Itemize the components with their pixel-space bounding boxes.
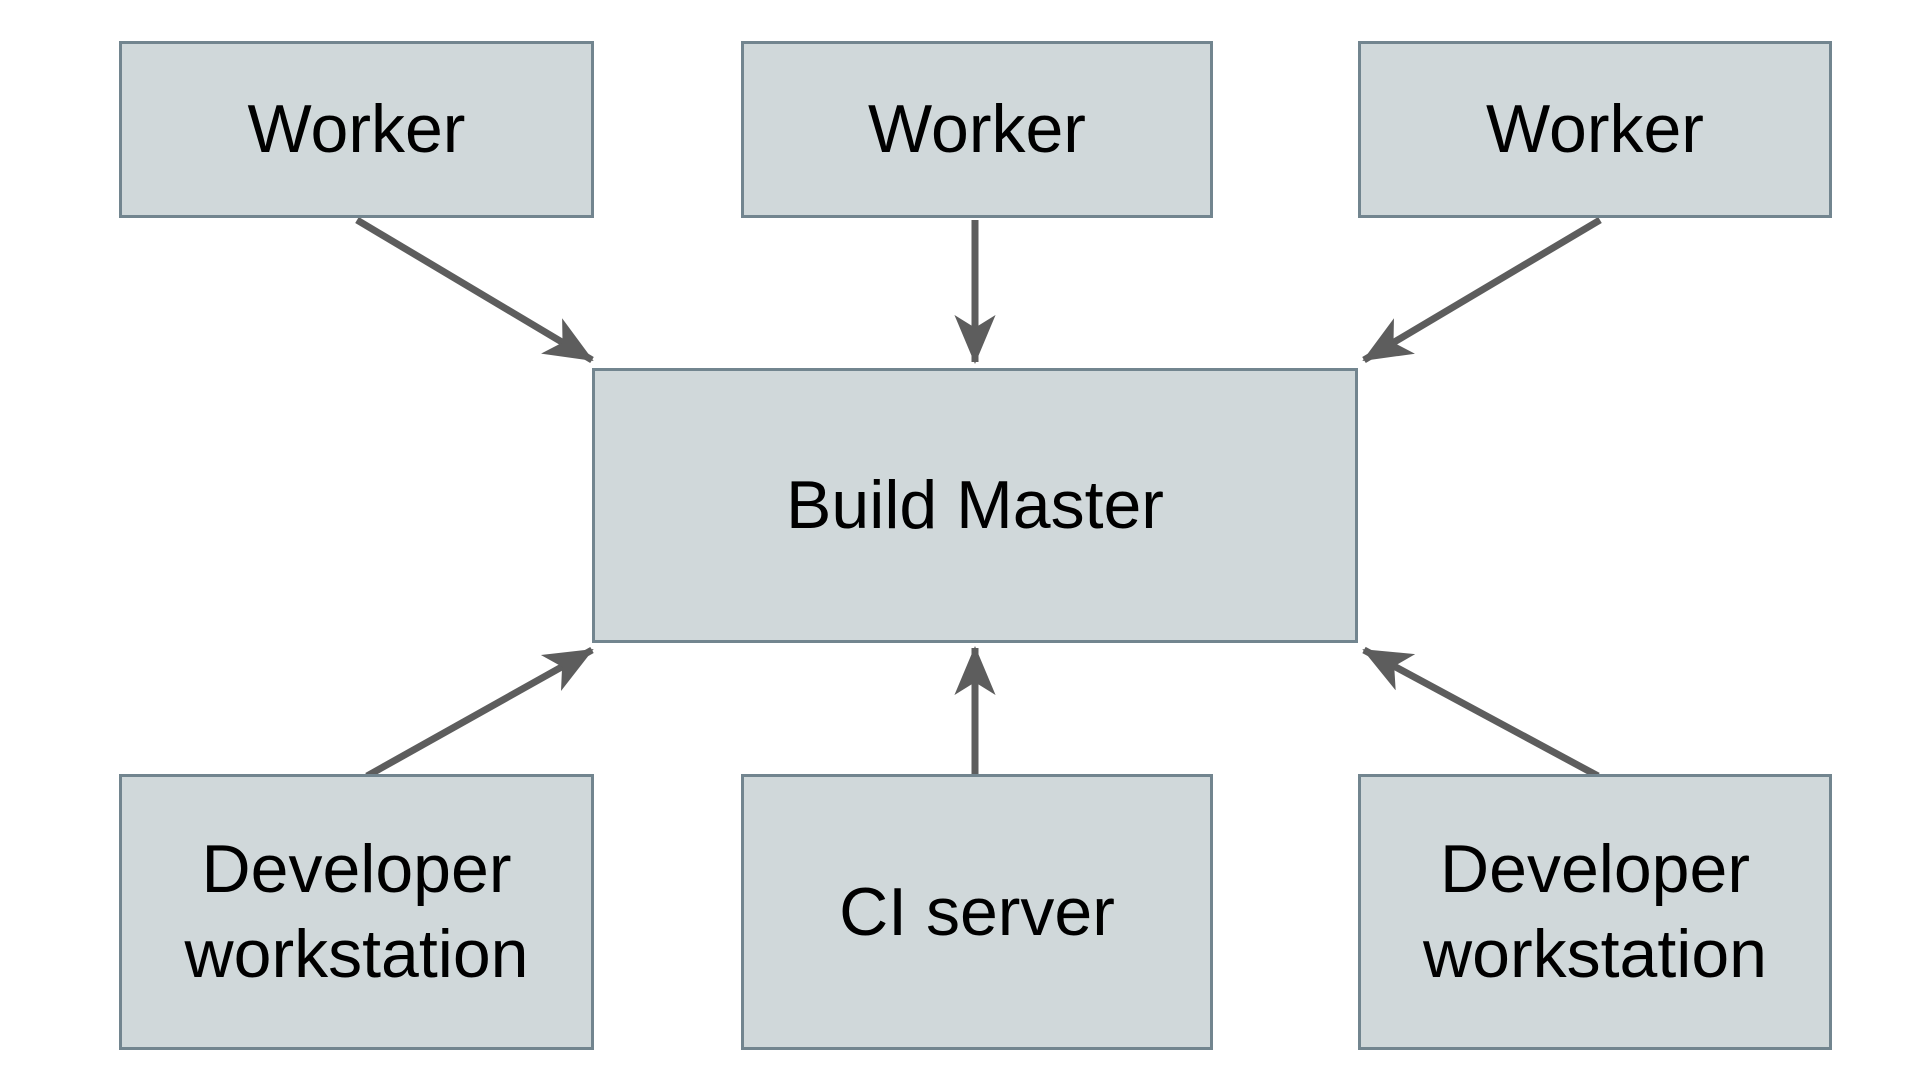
node-label: Worker [247,91,466,167]
node-label: Worker [1486,91,1704,167]
arrow-dev-right-to-build-master [1362,646,1600,780]
node-label: Developer workstation [184,831,529,992]
node-developer-workstation-right: Developer workstation [1358,774,1832,1050]
node-label: Build Master [786,467,1164,543]
node-worker-center: Worker [741,41,1213,218]
node-worker-left: Worker [119,41,594,218]
arrow-worker-right-to-build-master [1362,216,1602,364]
node-ci-server: CI server [741,774,1213,1050]
node-build-master: Build Master [592,368,1358,643]
arrow-worker-left-to-build-master [355,216,594,364]
node-label: Worker [868,91,1086,167]
node-developer-workstation-left: Developer workstation [119,774,594,1050]
arrow-dev-left-to-build-master [365,646,594,780]
node-label: Developer workstation [1423,831,1767,992]
node-label: CI server [839,873,1115,950]
node-worker-right: Worker [1358,41,1832,218]
